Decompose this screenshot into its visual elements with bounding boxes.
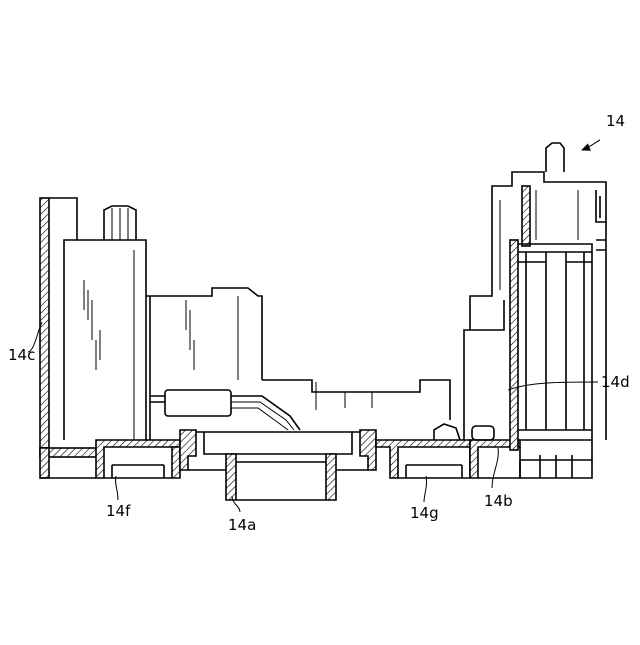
cable-detail [150,390,300,430]
label-14: 14 [606,112,625,130]
left-wall [40,198,77,448]
label-14g: 14g [410,504,439,522]
label-14c: 14c [8,346,35,364]
label-14d: 14d [601,373,630,391]
left-block [64,206,146,440]
right-column [464,143,606,478]
base-floor [40,440,180,478]
label-14f: 14f [106,502,131,520]
middle-panel [146,288,450,440]
central-recess [180,430,376,500]
label-14b: 14b [484,492,513,510]
label-14a: 14a [228,516,256,534]
